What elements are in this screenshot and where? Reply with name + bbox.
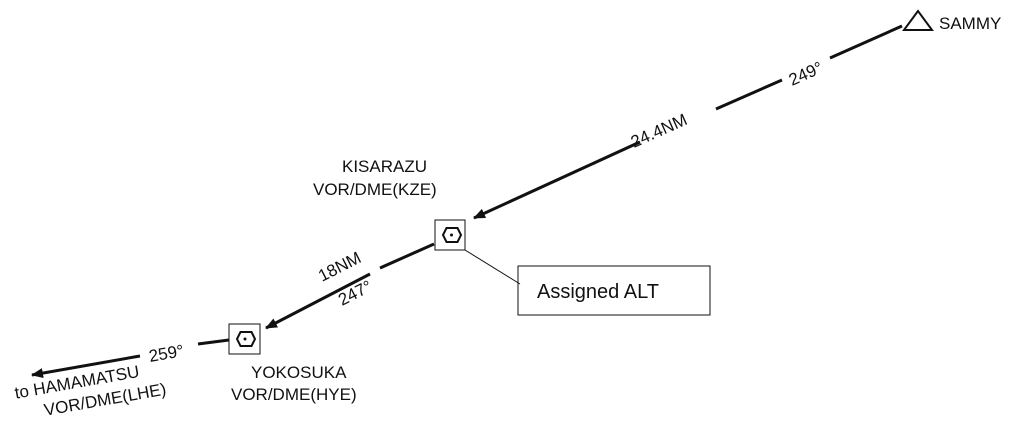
course-label-yokosuka-hamamatsu: 259° (147, 341, 185, 366)
yokosuka-label-line1: YOKOSUKA (251, 363, 347, 382)
destination-hamamatsu: to HAMAMATSU VOR/DME(LHE) (13, 362, 168, 420)
assigned-alt-callout: Assigned ALT (464, 249, 711, 316)
waypoint-yokosuka: YOKOSUKA VOR/DME(HYE) (228, 323, 357, 404)
vor-dme-icon (441, 227, 463, 243)
vor-center-dot (243, 337, 247, 341)
course-label-kisarazu-yokosuka: 247° (335, 277, 375, 310)
kisarazu-label-line1: KISARAZU (342, 157, 427, 176)
callout-box (517, 265, 711, 316)
kisarazu-label-line2: VOR/DME(KZE) (313, 180, 437, 199)
callout-leader (464, 249, 521, 285)
waypoint-sammy: SAMMY (902, 9, 1001, 33)
triangle-icon (902, 9, 934, 31)
vor-dme-icon (235, 331, 257, 347)
course-label-sammy-kisarazu: 249° (786, 58, 826, 90)
callout-text: Assigned ALT (537, 281, 659, 303)
yokosuka-label-line2: VOR/DME(HYE) (231, 385, 357, 404)
vor-center-dot (450, 233, 453, 237)
segment-sammy-kisarazu (473, 24, 903, 220)
distance-label-sammy-kisarazu: 24.4NM (628, 110, 690, 152)
sammy-label: SAMMY (939, 14, 1001, 33)
segment-kisarazu-yokosuka (265, 242, 435, 330)
waypoint-kisarazu: KISARAZU VOR/DME(KZE) (313, 157, 466, 251)
vor-dme-box (228, 323, 261, 355)
vor-dme-box (434, 219, 466, 251)
segment-yokosuka-hamamatsu (31, 338, 230, 379)
